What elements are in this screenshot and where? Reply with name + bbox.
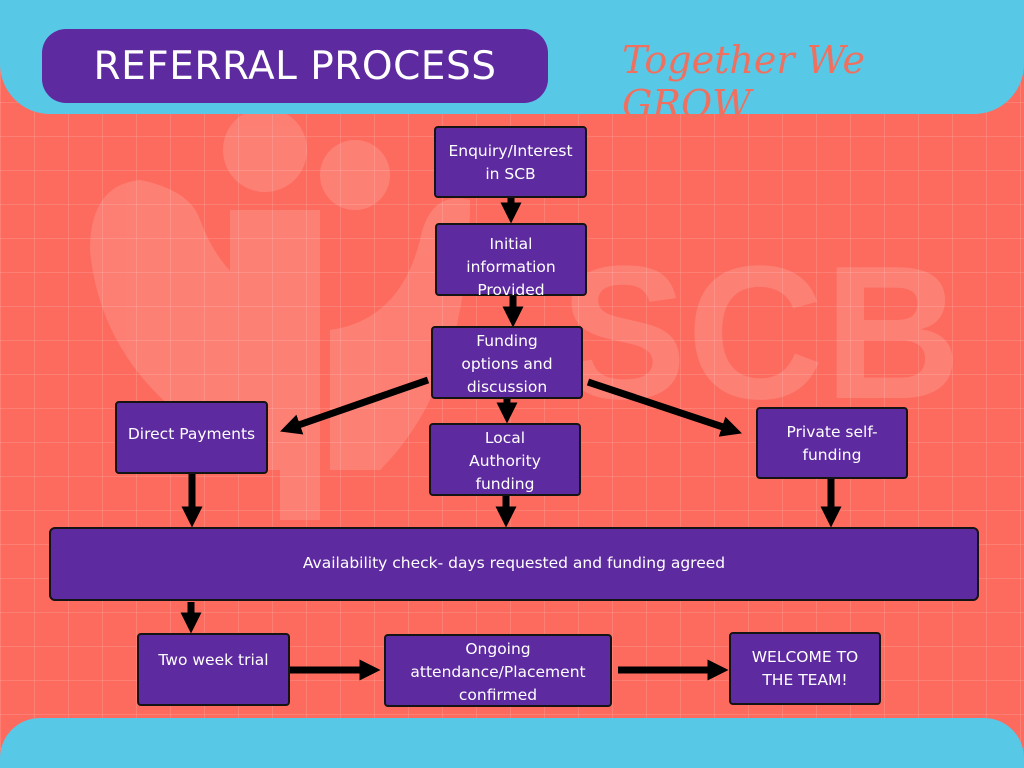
ongoing-attendance-box: Ongoing attendance/Placement confirmed <box>384 634 612 707</box>
private-self-funding-box: Private self-funding <box>756 407 908 479</box>
direct-payments-box: Direct Payments <box>115 401 268 474</box>
two-week-trial-box: Two week trial <box>137 633 290 706</box>
page-title: REFERRAL PROCESS <box>93 43 497 89</box>
welcome-box: WELCOME TO THE TEAM! <box>729 632 881 705</box>
title-pill: REFERRAL PROCESS <box>42 29 548 103</box>
tagline: Together We GROW <box>622 38 866 126</box>
enquiry-box: Enquiry/Interest in SCB <box>434 126 587 198</box>
footer-band <box>0 718 1024 768</box>
funding-options-box: Funding options and discussion <box>431 326 583 399</box>
arrow-funding-to-private <box>586 378 742 437</box>
arrow-funding-to-direct <box>280 376 430 435</box>
availability-check-box: Availability check- days requested and f… <box>49 527 979 601</box>
local-authority-box: Local Authority funding <box>429 423 581 496</box>
initial-info-box: Initial information Provided <box>435 223 587 299</box>
